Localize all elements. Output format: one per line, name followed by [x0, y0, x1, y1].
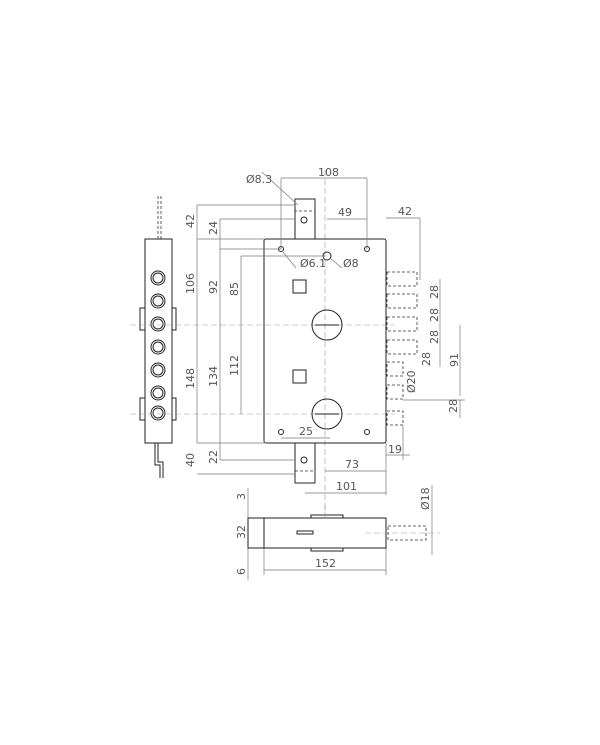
dim-cylinder-spacing: 112 — [228, 355, 241, 376]
dim-bolt-pitch-4: 28 — [420, 352, 433, 366]
dim-lower-pitch: 28 — [447, 399, 460, 413]
dim-lower-ext: 40 — [184, 453, 197, 467]
dimension-lines — [196, 171, 465, 580]
dim-top-hole-dia: Ø8.3 — [246, 173, 272, 186]
dim-bolt-pitch-3: 28 — [428, 330, 441, 344]
dim-upper-ext: 42 — [184, 214, 197, 228]
lock-case-section-view — [247, 505, 440, 552]
dim-49: 49 — [338, 206, 352, 219]
dim-lower-hole: 22 — [207, 450, 220, 464]
dim-73: 73 — [345, 458, 359, 471]
dim-thickness: 32 — [235, 525, 248, 539]
dim-upper-spindle: 85 — [228, 282, 241, 296]
dim-152: 152 — [315, 557, 336, 570]
dim-25: 25 — [299, 425, 313, 438]
dim-19: 19 — [388, 443, 402, 456]
dim-thickness-top: 3 — [235, 493, 248, 500]
side-bolt — [387, 525, 427, 541]
dim-bolt-pitch-2: 28 — [428, 308, 441, 322]
cylinder-hole-upper — [311, 309, 343, 341]
dim-108: 108 — [318, 166, 339, 179]
dim-upper-hole: 24 — [207, 221, 220, 235]
bolts — [386, 271, 418, 426]
dim-side-bolt-dia: Ø18 — [419, 487, 432, 510]
dim-bolt-span: 91 — [448, 353, 461, 367]
side-profile-view — [139, 196, 177, 478]
dim-square-hole: Ø8 — [343, 257, 359, 270]
dim-bolt-pitch-1: 28 — [428, 285, 441, 299]
dim-upper-hole-to-center: 92 — [207, 280, 220, 294]
cylinder-hole-lower — [311, 398, 343, 430]
lock-case-front-view — [263, 198, 418, 484]
bolt-circles — [150, 270, 166, 421]
dim-thickness-bottom: 6 — [235, 568, 248, 575]
dim-bolt-throw: 42 — [398, 205, 412, 218]
dim-bolt-dia: Ø20 — [405, 370, 418, 393]
dim-lower-hole-to-center: 134 — [207, 366, 220, 387]
dim-upper-height: 106 — [184, 273, 197, 294]
dim-mount-hole-dia: Ø6.1 — [300, 257, 326, 270]
dim-lower-height: 148 — [184, 368, 197, 389]
dim-101: 101 — [336, 480, 357, 493]
